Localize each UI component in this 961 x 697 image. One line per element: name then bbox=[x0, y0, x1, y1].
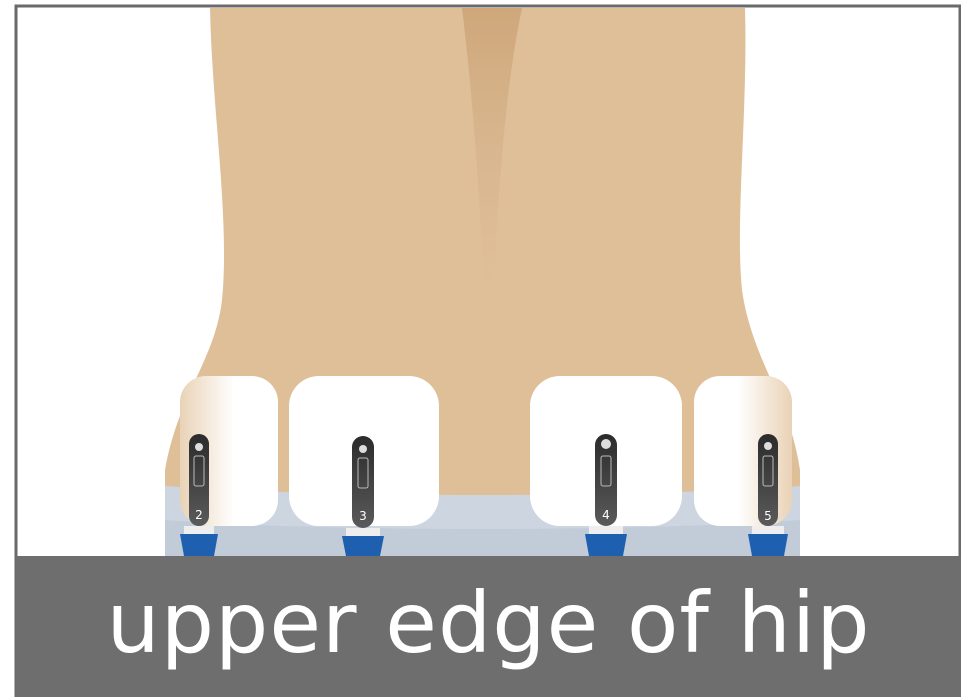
caption-bar: upper edge of hip bbox=[16, 556, 961, 697]
connector-button-icon bbox=[359, 445, 367, 453]
electrode-number-4: 4 bbox=[602, 508, 610, 522]
connector-button-icon bbox=[601, 439, 611, 449]
caption-text: upper edge of hip bbox=[106, 581, 870, 665]
connector-button-icon bbox=[195, 443, 203, 451]
electrode-number-2: 2 bbox=[195, 508, 203, 522]
electrode-number-5: 5 bbox=[764, 509, 772, 523]
electrode-number-3: 3 bbox=[359, 509, 367, 523]
connector-button-icon bbox=[764, 442, 772, 450]
